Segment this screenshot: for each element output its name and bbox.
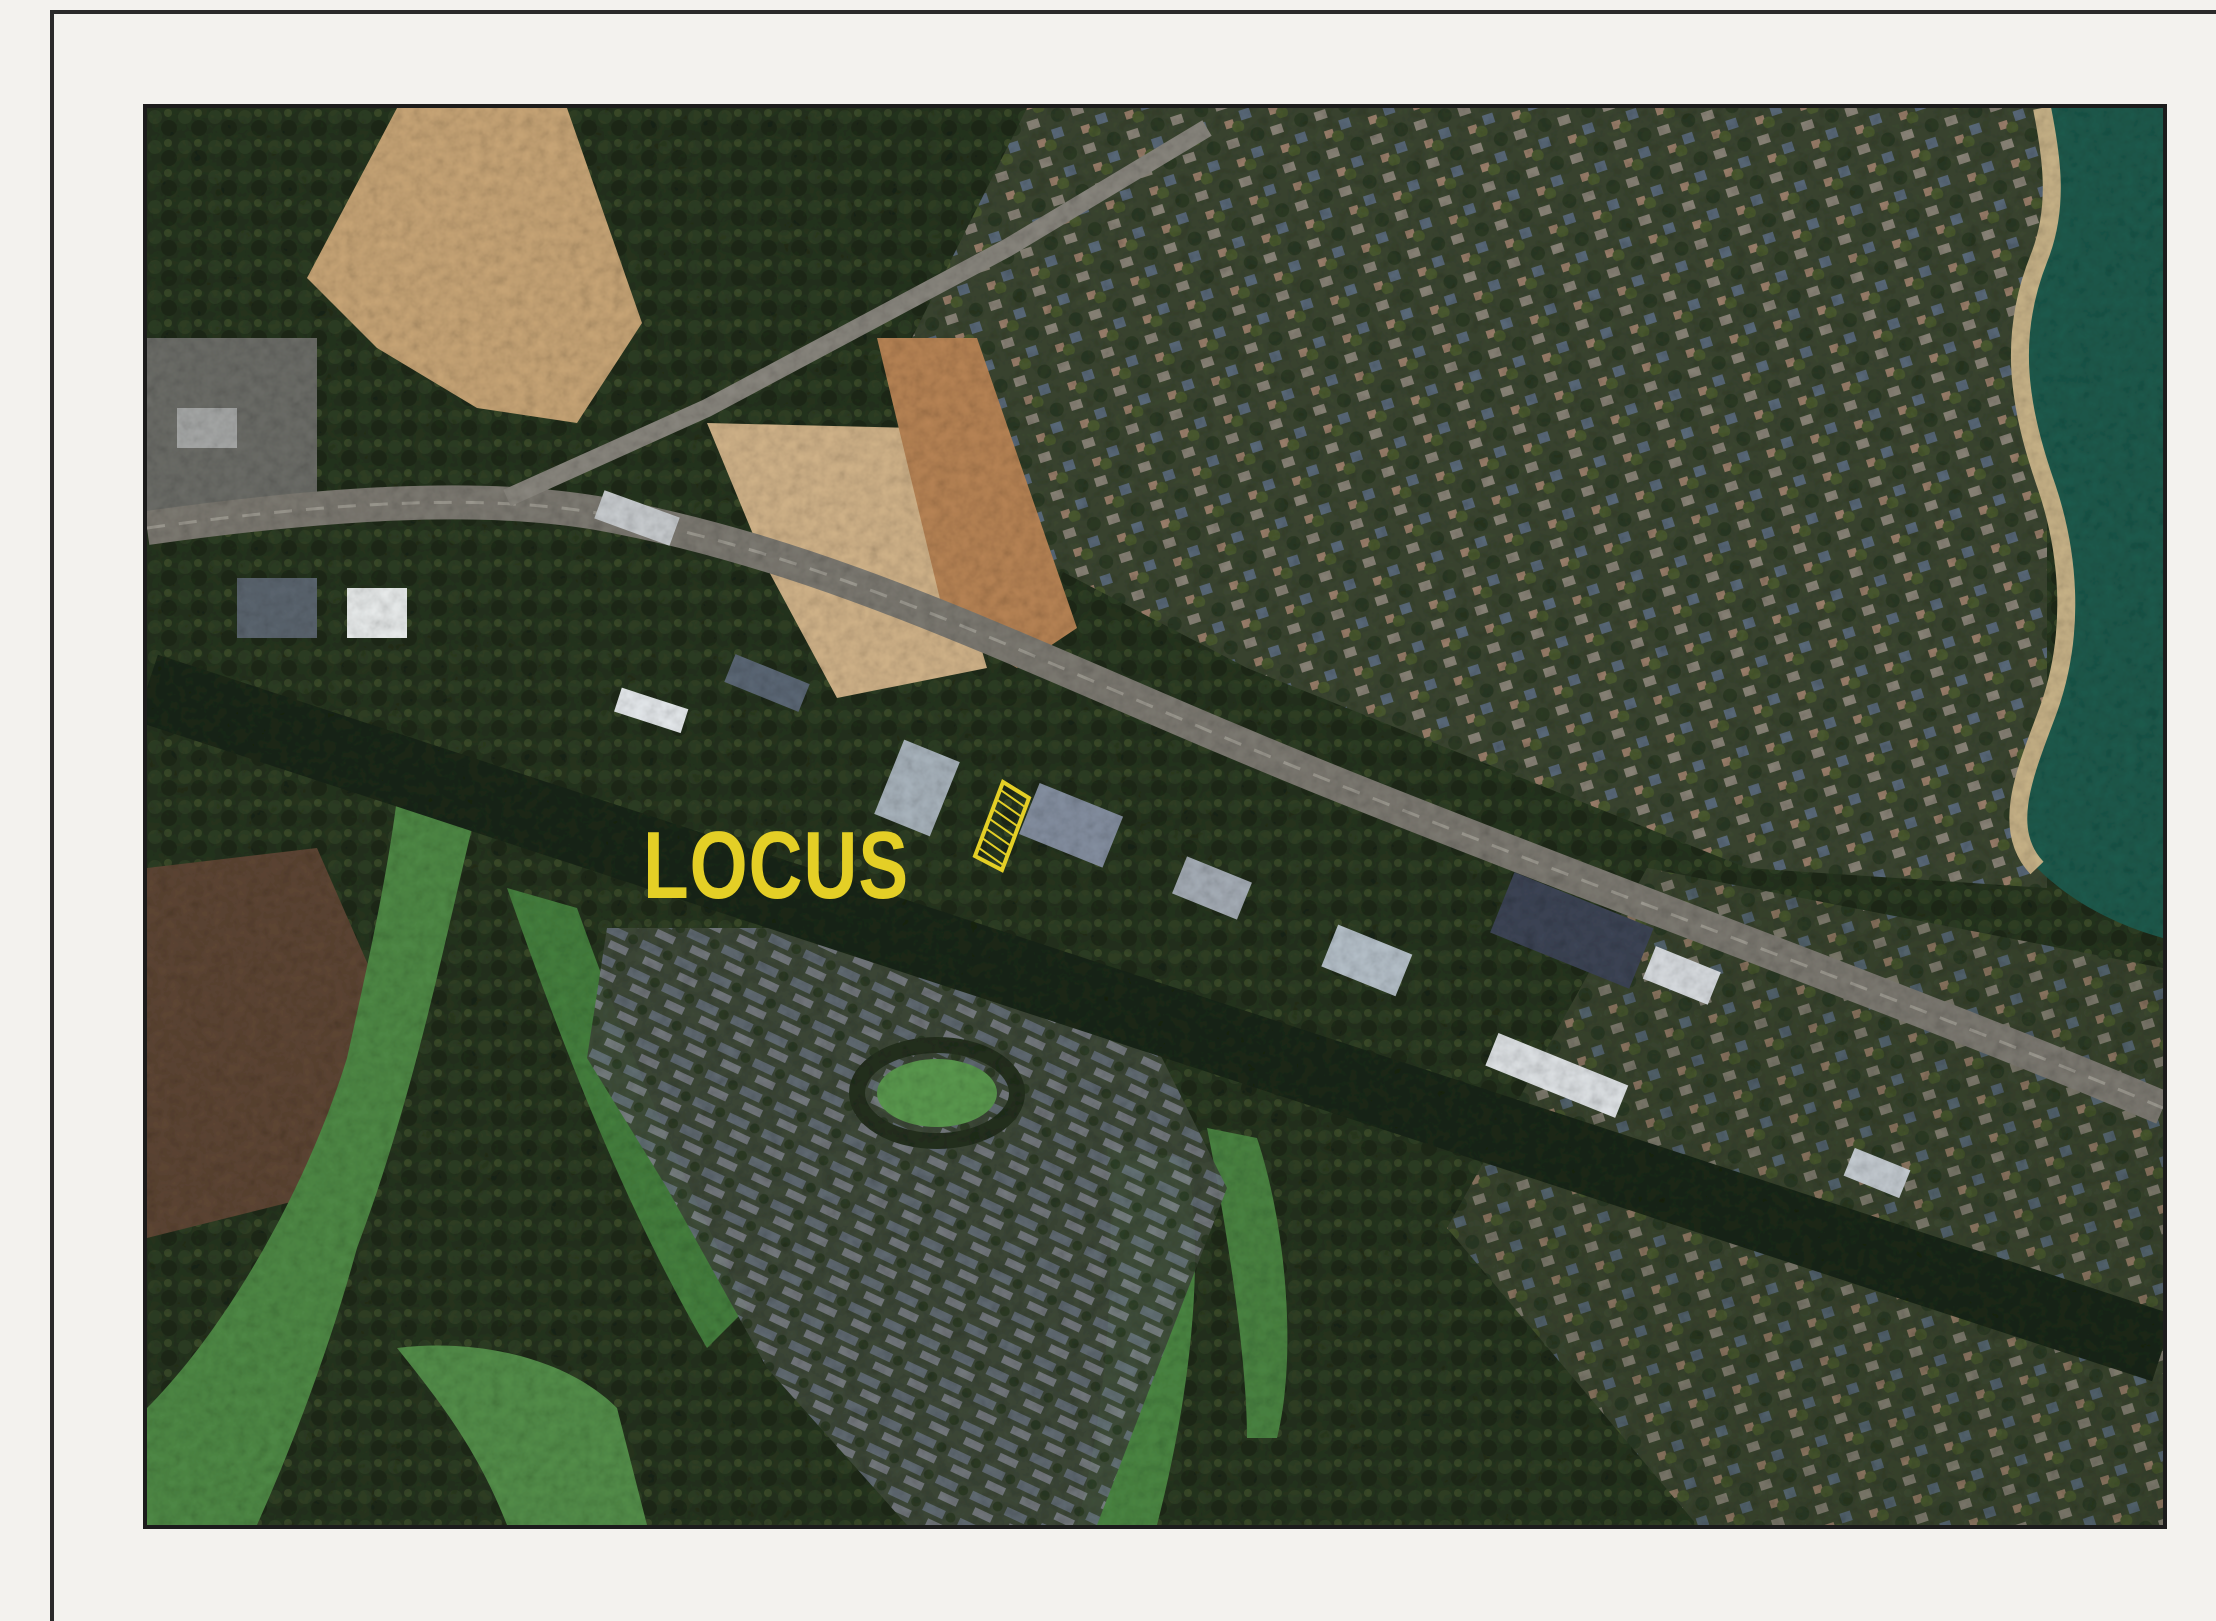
sheet-frame (50, 10, 2216, 1621)
locus-parcel (972, 779, 1032, 873)
locus-label: LOCUS (643, 812, 909, 919)
aerial-map (147, 108, 2163, 1525)
aerial-photo (143, 104, 2167, 1529)
